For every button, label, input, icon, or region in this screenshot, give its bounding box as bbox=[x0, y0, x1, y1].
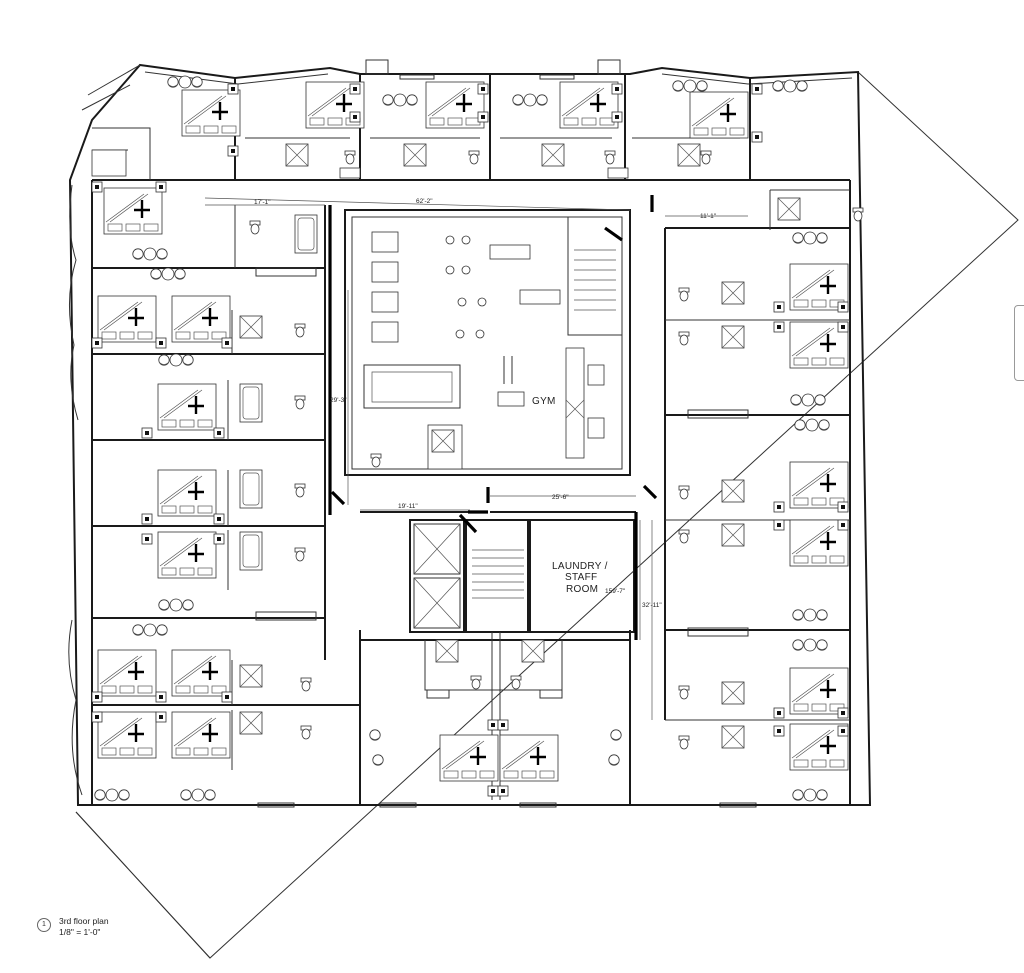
dim-right-height: 32'-11" bbox=[642, 602, 662, 609]
corridor-walls bbox=[328, 195, 658, 640]
dim-laundry-height: 159'-7" bbox=[605, 588, 626, 595]
dim-left-corridor-height: 29'-3" bbox=[330, 397, 347, 404]
left-room-column bbox=[91, 180, 360, 805]
dimension-lines: 62'-2" 17'-1" 11'-1" 29'-3" 19'-11" 25'-… bbox=[204, 197, 748, 720]
dim-right-room-width: 11'-1" bbox=[700, 213, 717, 220]
laundry-label-line1: LAUNDRY / bbox=[552, 561, 608, 572]
side-panel-handle[interactable] bbox=[1014, 305, 1024, 381]
right-room-column bbox=[664, 180, 864, 806]
dim-top-span: 62'-2" bbox=[416, 198, 433, 205]
drawing-title: 3rd floor plan bbox=[59, 916, 109, 926]
laundry-label-line3: ROOM bbox=[566, 584, 598, 595]
dim-bottom-right-span: 25'-6" bbox=[552, 494, 569, 501]
top-room-row bbox=[91, 74, 850, 181]
gym-label: GYM bbox=[532, 396, 556, 407]
drawing-number-marker: 1 bbox=[37, 918, 51, 932]
construction-lines bbox=[75, 71, 1019, 959]
central-core: LAUNDRY / STAFF ROOM bbox=[359, 511, 636, 805]
drawing-scale: 1/8" = 1'-0" bbox=[59, 927, 101, 937]
dim-bottom-left-span: 19'-11" bbox=[398, 503, 418, 510]
laundry-label-line2: STAFF bbox=[565, 572, 597, 583]
gym-room: GYM bbox=[344, 209, 631, 476]
dim-left-room-width: 17'-1" bbox=[254, 199, 271, 206]
